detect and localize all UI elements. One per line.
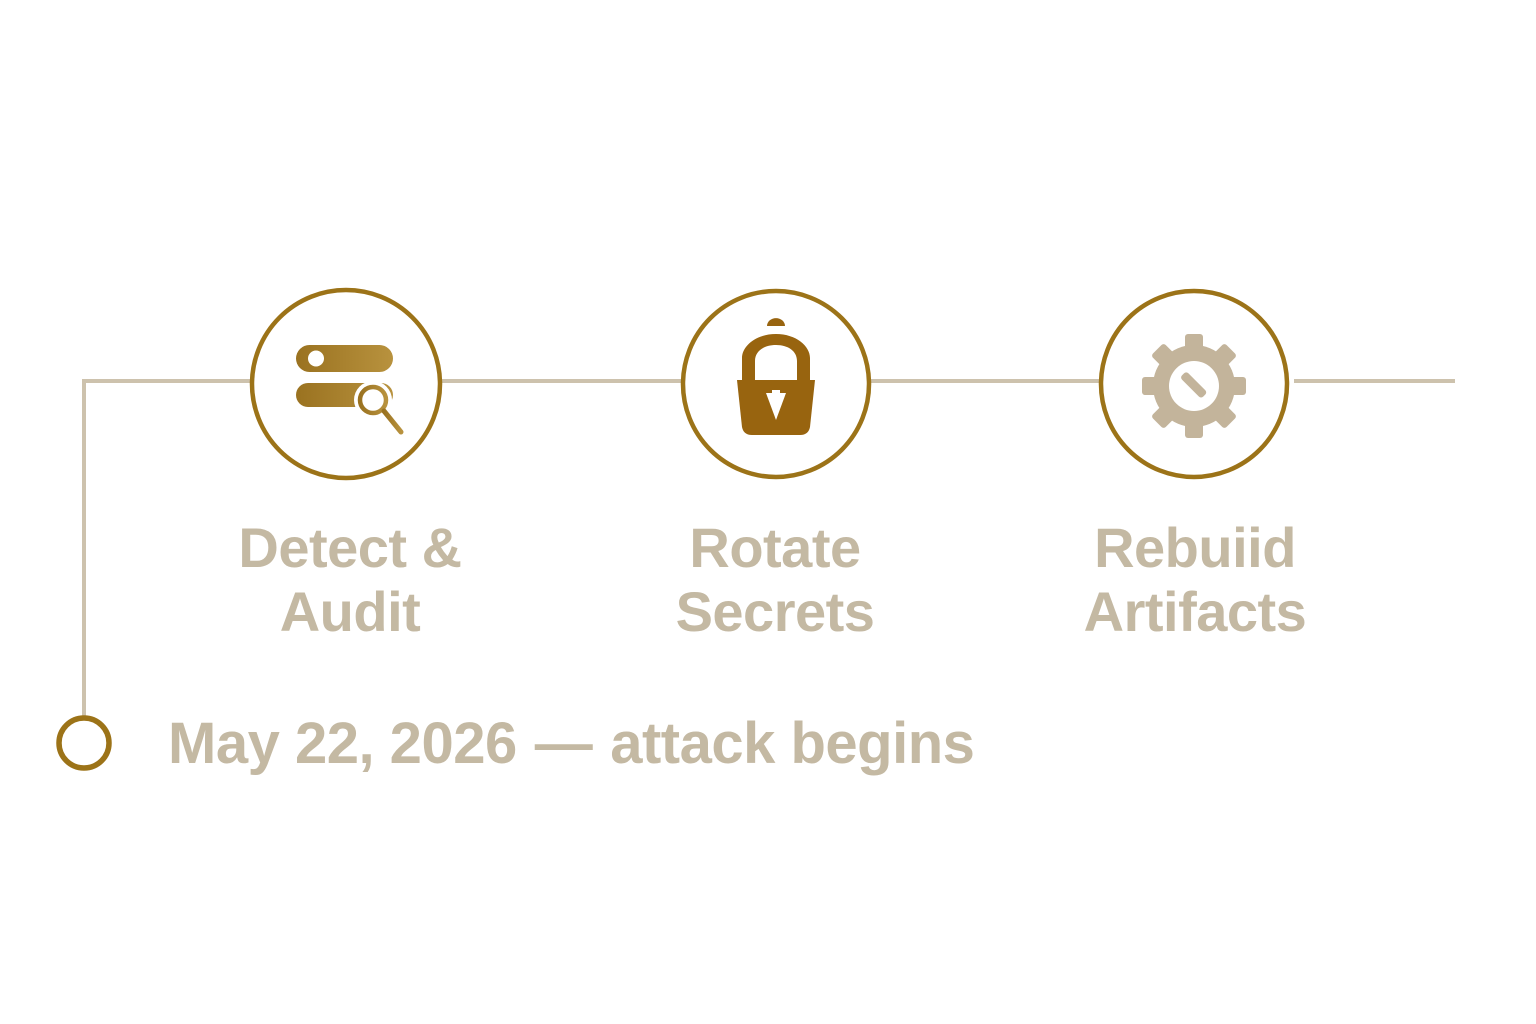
milestone-marker [56,715,112,771]
step-node-rotate-secrets [680,288,872,480]
padlock-arrow-icon [737,318,815,435]
step-label-line: Rotate [689,516,861,579]
milestone-separator: — [534,711,593,776]
gear-icon [1142,334,1246,438]
step-node-detect-audit [249,287,443,481]
step-node-rebuild-artifacts [1098,288,1290,480]
step-label-line: Rebuiid [1094,516,1296,579]
step-label-detect-audit: Detect & Audit [190,516,510,644]
step-label-line: Audit [279,580,421,643]
step-label-rebuild-artifacts: Rebuiid Artifacts [1035,516,1355,644]
milestone-text: attack begins [610,711,975,776]
milestone-label: May 22, 2026 — attack begins [168,708,975,780]
server-search-icon [296,345,404,435]
timeline-connector-lines [82,379,1455,716]
step-label-line: Detect & [238,516,462,579]
step-label-line: Artifacts [1083,580,1307,643]
milestone-date: May 22, 2026 [168,711,517,776]
step-label-line: Secrets [675,580,875,643]
step-label-rotate-secrets: Rotate Secrets [615,516,935,644]
